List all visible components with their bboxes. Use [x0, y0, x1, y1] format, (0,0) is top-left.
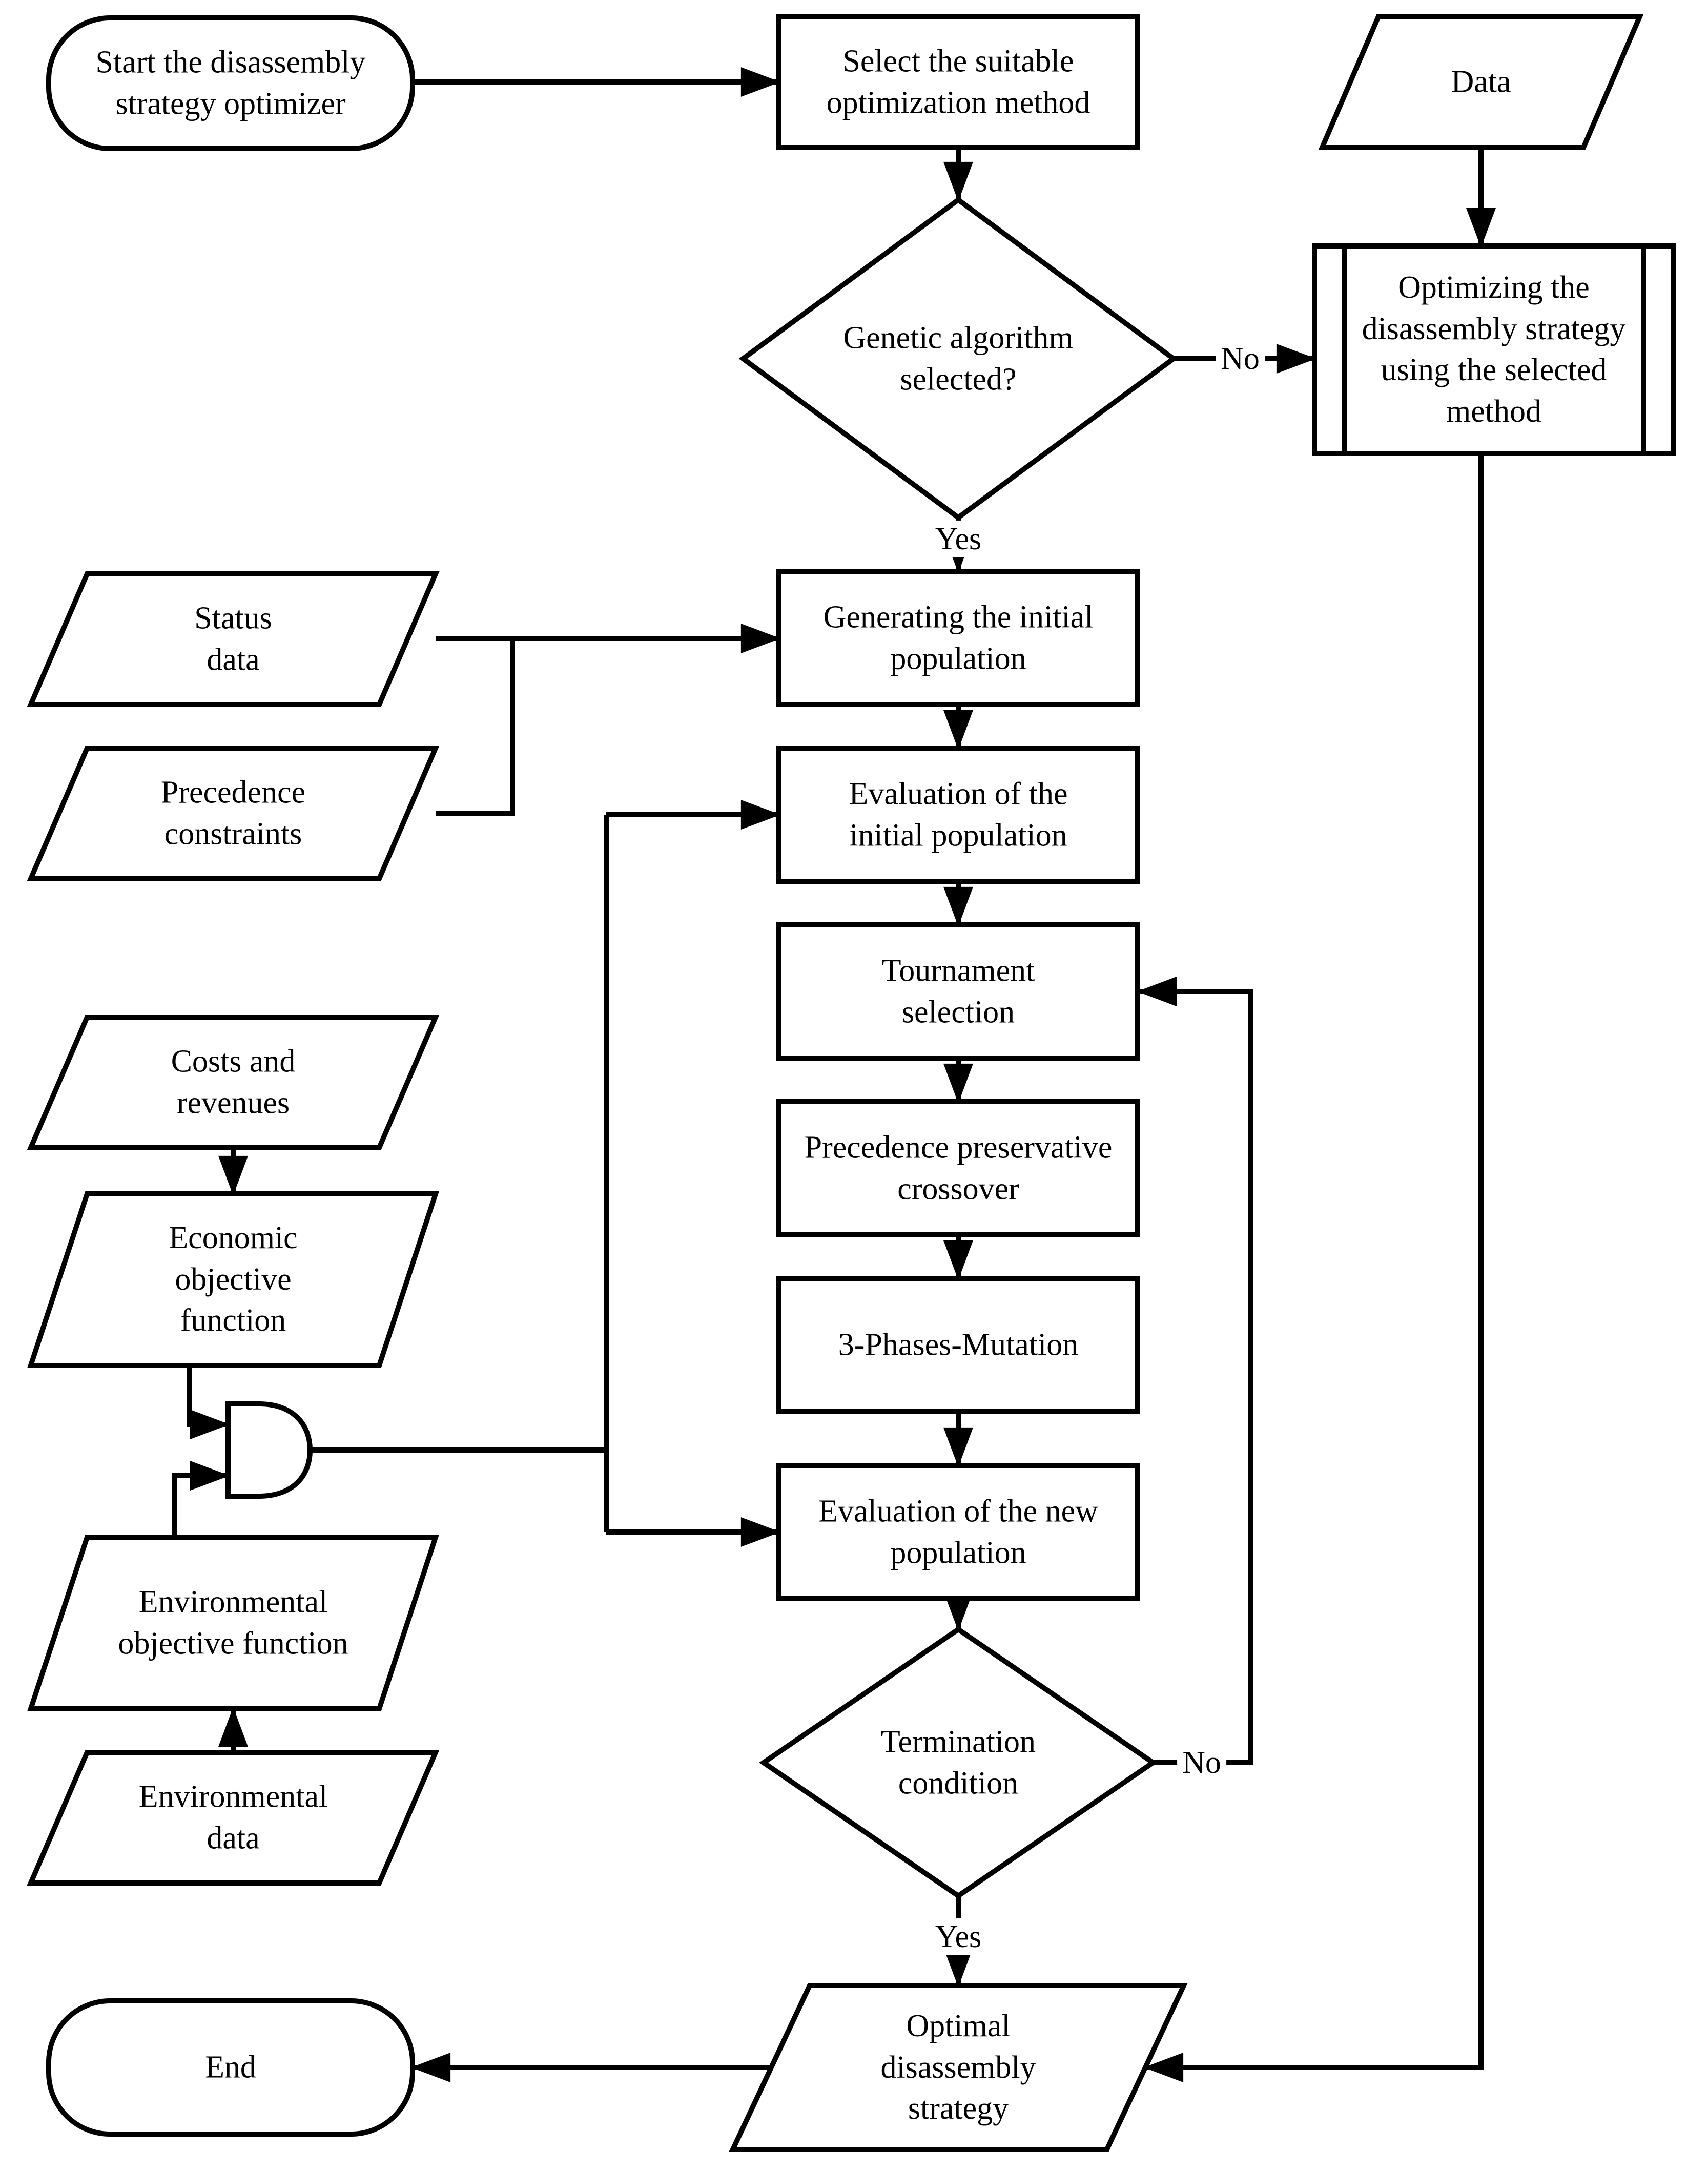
connector-termination-no-feedback — [1137, 977, 1253, 1765]
mutation-node-shape — [776, 1276, 1140, 1414]
select-method-node-shape — [776, 14, 1140, 150]
costs-node-shape — [27, 1015, 440, 1150]
economic-node-shape — [27, 1191, 439, 1368]
crossover-node-shape — [776, 1099, 1140, 1237]
termination-decision-node-shape — [759, 1626, 1158, 1899]
evaluate-new-node-shape — [776, 1463, 1140, 1601]
env-data-node-shape — [27, 1750, 440, 1886]
connector-env-objective-to-and-gate — [172, 1461, 230, 1537]
precedence-constraints-node-shape — [27, 746, 440, 881]
optimal-node-shape — [729, 1983, 1188, 2152]
end-node-shape — [46, 1998, 415, 2137]
connector-optimize-to-optimal — [1143, 453, 1484, 2082]
tournament-node-shape — [776, 922, 1140, 1061]
evaluate-initial-node-shape — [776, 746, 1140, 884]
data-node-shape — [1318, 14, 1644, 150]
and-gate-icon — [225, 1401, 313, 1499]
connector-precedence-join — [436, 638, 515, 816]
connector-economic-to-and-gate — [187, 1366, 230, 1439]
genetic-decision-node-shape — [738, 196, 1178, 521]
status-data-node-shape — [27, 571, 440, 707]
start-node-shape — [46, 15, 415, 151]
env-objective-node-shape — [27, 1535, 439, 1711]
optimize-selected-node-shape — [1312, 243, 1676, 456]
generate-population-node-shape — [776, 569, 1140, 707]
